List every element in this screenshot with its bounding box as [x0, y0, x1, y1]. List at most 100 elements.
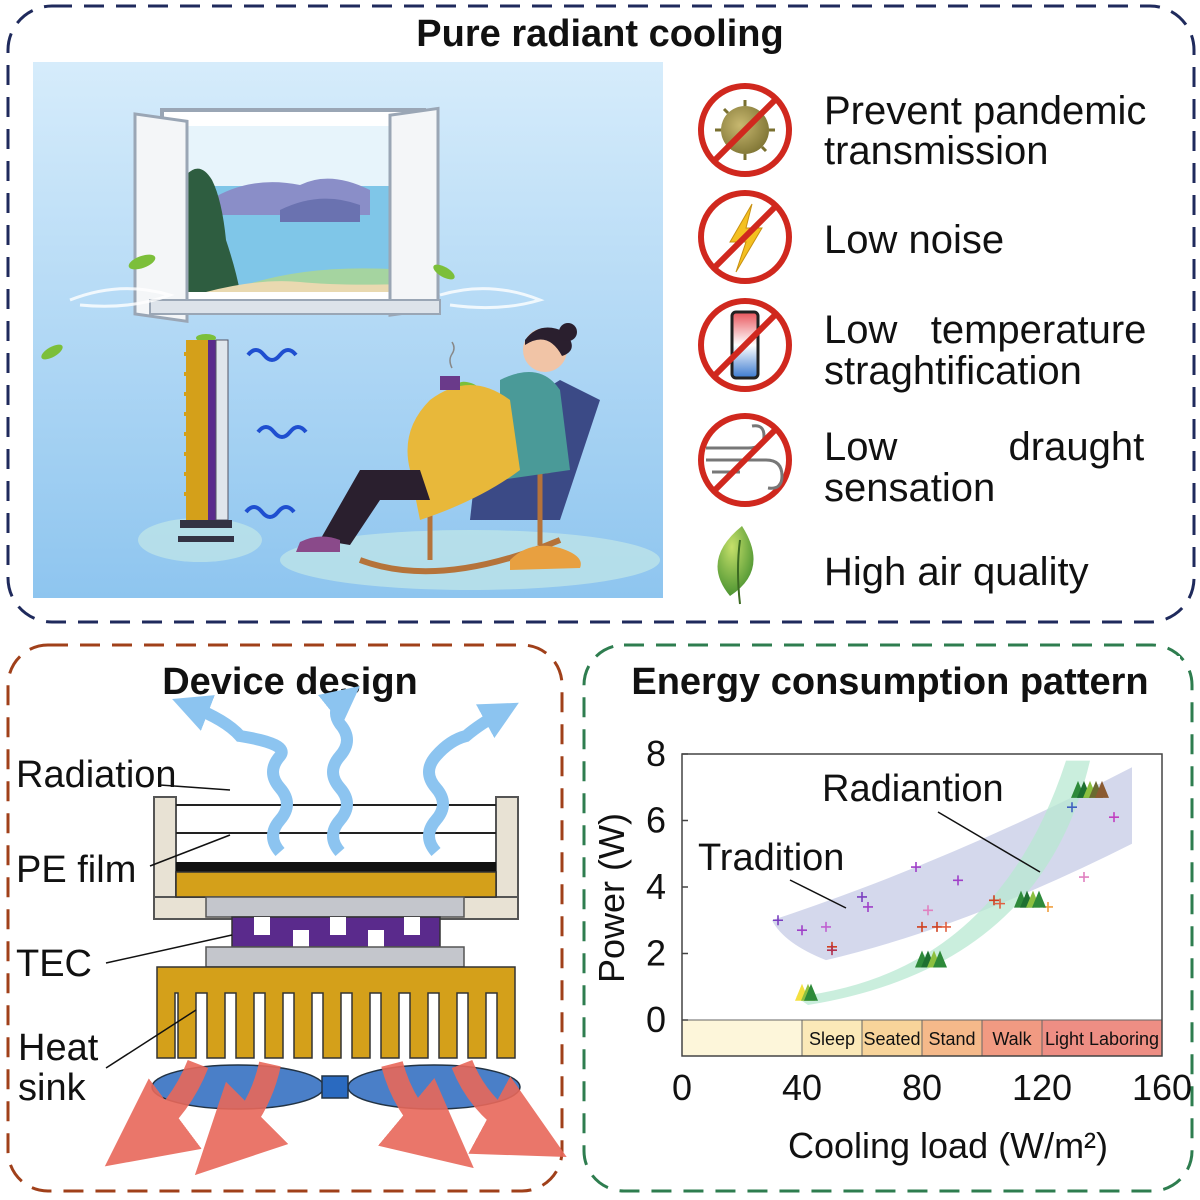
heat-wave [244, 505, 296, 519]
tec-label: TEC [16, 943, 92, 985]
plus-point [995, 898, 1005, 909]
leader-line [105, 1009, 197, 1069]
activity-band [921, 1019, 983, 1057]
top-panel-title: Pure radiant cooling [416, 13, 783, 55]
leaf-decoration [433, 264, 455, 280]
air-swirl-left [69, 287, 175, 308]
person-in-rocking-chair [296, 323, 600, 575]
benefit-text: straghtification [824, 349, 1082, 393]
benefit-text: sensation [824, 466, 995, 510]
device-panel-border [6, 643, 564, 1193]
device-panel-title: Device design [162, 661, 418, 703]
fan-hub [321, 1075, 349, 1099]
tec-gap [368, 930, 384, 947]
leader-line [105, 934, 233, 964]
energy-panel-title: Energy consumption pattern [631, 661, 1148, 703]
plus-point [941, 921, 951, 932]
triangle-point [1032, 890, 1046, 908]
plus-point [1079, 872, 1089, 883]
activity-bands: Sleep Seated Stand Walk Light Laboring [681, 1019, 1163, 1057]
plus-point [797, 925, 807, 936]
plus-point [923, 905, 933, 916]
y-tick-label: 8 [646, 733, 666, 774]
radiation-annotation: Radiantion [822, 768, 1004, 810]
y-tick-label: 4 [646, 866, 666, 907]
activity-band-label: Walk [992, 1029, 1032, 1049]
thermometer-prohibited-icon [698, 298, 792, 392]
benefit-text: Low draught [824, 425, 1144, 469]
plus-point [1109, 812, 1119, 823]
plus-point [917, 921, 927, 932]
x-tick-label: 120 [1012, 1067, 1072, 1108]
virus-prohibited-icon [698, 83, 792, 177]
tradition-annotation: Tradition [698, 837, 844, 879]
energy-title-bg [602, 656, 1180, 704]
upper-ceramic-plate [205, 896, 465, 918]
leader-line [159, 784, 231, 791]
leaf-decoration [41, 344, 63, 360]
triangle-point [1095, 780, 1109, 798]
tec-gap [404, 917, 420, 935]
lower-ceramic-plate [205, 946, 465, 968]
top-title-bg [390, 10, 810, 58]
exhaust-arrow [378, 1061, 474, 1169]
y-tick-label: 2 [646, 933, 666, 974]
x-tick-label: 0 [672, 1067, 692, 1108]
top-panel: Pure radiant cooling [6, 4, 1196, 624]
activity-band [681, 1019, 803, 1057]
plus-point [863, 901, 873, 912]
plus-point [911, 862, 921, 873]
plus-point [773, 915, 783, 926]
top-panel-border [6, 4, 1196, 624]
activity-band-label: Sleep [809, 1029, 855, 1049]
plus-point [953, 875, 963, 886]
pe-film-label: PE film [16, 849, 136, 891]
y-tick-label: 0 [646, 999, 666, 1040]
benefit-text: Prevent pandemic [824, 89, 1146, 133]
plus-point [989, 895, 999, 906]
activity-band-label: Light Laboring [1045, 1029, 1159, 1049]
energy-panel-border [582, 643, 1194, 1193]
energy-panel: Energy consumption pattern Sleep Seated St… [582, 643, 1194, 1193]
heat-wave [256, 425, 308, 439]
heat-sink-label: sink [18, 1067, 87, 1109]
radiation-range-band [796, 760, 1090, 1006]
radiation-label: Radiation [16, 754, 177, 796]
leaf-decoration [128, 254, 156, 270]
x-tick-label: 40 [782, 1067, 822, 1108]
x-tick-label: 80 [902, 1067, 942, 1108]
benefit-text: transmission [824, 129, 1049, 173]
tec-gap [330, 917, 346, 935]
exhaust-arrow [451, 1059, 567, 1157]
radiation-wave [318, 685, 360, 856]
device-panel: Device design [6, 643, 567, 1193]
triangle-point [804, 983, 818, 1001]
tec-gap [254, 917, 270, 935]
benefit-text: Low temperature [824, 308, 1146, 352]
benefit-text: Low noise [824, 218, 1004, 262]
tec-gap [293, 930, 309, 947]
plus-point [1067, 802, 1077, 813]
annotation-leader [937, 811, 1041, 873]
activity-band-label: Stand [928, 1029, 975, 1049]
plus-point [857, 891, 867, 902]
lightning-prohibited-icon [698, 190, 792, 284]
floor-shadow [280, 530, 660, 590]
y-axis-title: Power (W) [591, 813, 632, 983]
heat-sink-fins [156, 966, 516, 1059]
wind-prohibited-icon [698, 413, 792, 507]
plus-point [932, 921, 942, 932]
plus-point [827, 945, 837, 956]
activity-band [1041, 1019, 1163, 1057]
emitter-coating [176, 862, 496, 872]
exhaust-arrow [194, 1061, 289, 1176]
activity-band-label: Seated [863, 1029, 920, 1049]
open-window [133, 106, 441, 323]
radiation-wave [172, 695, 293, 856]
radiation-wave [423, 702, 519, 856]
heat-sink-label: Heat [18, 1027, 99, 1069]
radiant-panel-device [178, 339, 234, 542]
x-axis-title: Cooling load (W/m²) [788, 1125, 1108, 1166]
